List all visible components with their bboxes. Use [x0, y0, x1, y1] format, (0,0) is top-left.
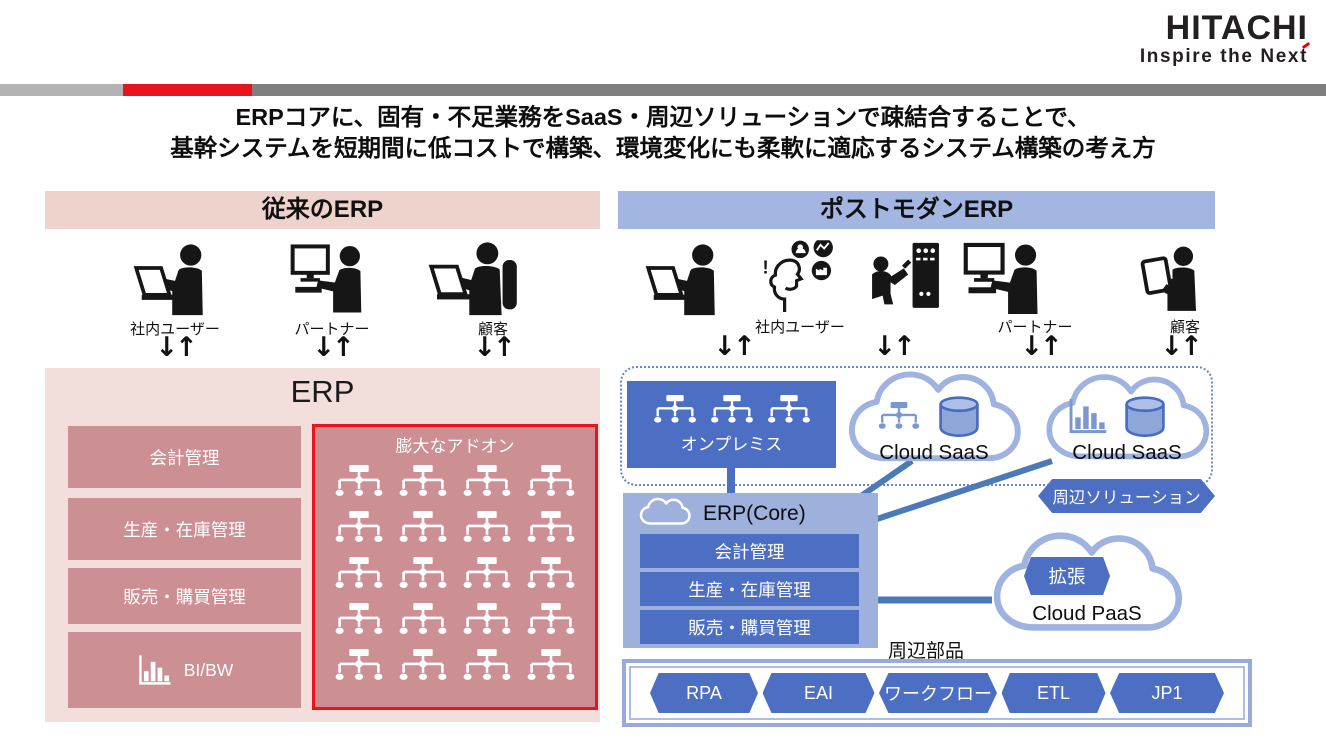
- person-chair-laptop-icon: [425, 241, 525, 317]
- updown-arrows-icon: ↓↑: [1160, 331, 1202, 362]
- part-hexagon-rpa: RPA: [650, 673, 758, 713]
- peripheral-parts-label: 周辺部品: [888, 641, 965, 662]
- addon-box: 膨大なアドオン: [312, 424, 598, 710]
- tree-icon: [396, 557, 450, 594]
- tree-icon: [332, 511, 386, 548]
- legacy-module-sales: 販売・購買管理: [68, 568, 301, 624]
- legacy-user-label-internal: 社内ユーザー: [130, 321, 220, 338]
- technician-panel-icon: [858, 238, 946, 318]
- cloud-paas-label: Cloud PaaS: [1032, 602, 1142, 625]
- tree-icon: [460, 557, 514, 594]
- person-laptop-icon: [125, 243, 225, 317]
- tree-icon: [876, 402, 922, 434]
- tree-icon: [524, 603, 578, 640]
- hitachi-logo: HITACHI Inspire the Next: [1140, 9, 1311, 68]
- core-module-accounting: 会計管理: [640, 534, 859, 568]
- tree-icon: [460, 603, 514, 640]
- tree-icon: [708, 395, 756, 428]
- core-module-sales: 販売・購買管理: [640, 610, 859, 644]
- bar-chart-icon: [1066, 397, 1108, 436]
- legacy-erp-title: ERP: [290, 374, 355, 409]
- postmodern-erp-header: ポストモダンERP: [618, 191, 1215, 229]
- tree-icon: [460, 511, 514, 548]
- legacy-user-label-customer: 顧客: [477, 321, 508, 338]
- tree-icon: [332, 649, 386, 686]
- database-icon: [936, 395, 982, 438]
- person-desktop-icon: [290, 241, 378, 317]
- cloud-paas: 拡張 Cloud PaaS: [984, 521, 1190, 659]
- peripheral-solution-hexagon: 周辺ソリューション: [1038, 479, 1215, 513]
- modern-user-label-partner: パートナー: [997, 319, 1073, 336]
- part-hexagon-jp1: JP1: [1110, 673, 1224, 713]
- top-bar-light-segment: [0, 84, 123, 96]
- tree-icon: [765, 395, 813, 428]
- person-desktop-icon: [963, 240, 1055, 318]
- tree-icon: [460, 465, 514, 502]
- person-laptop-icon: [637, 243, 737, 317]
- onpremise-box: オンプレミス: [627, 381, 836, 468]
- top-bar-red-segment: [123, 84, 252, 96]
- legacy-user-label-partner: パートナー: [294, 321, 370, 338]
- updown-arrows-icon: ↓↑: [155, 332, 197, 363]
- tree-icon: [524, 511, 578, 548]
- tree-icon: [332, 603, 386, 640]
- top-bar: [0, 84, 1326, 96]
- part-hexagon-eai: EAI: [762, 673, 875, 713]
- modern-user-label-internal: 社内ユーザー: [755, 319, 845, 336]
- addon-tree-grid: [315, 457, 595, 686]
- person-tablet-icon: [1133, 240, 1217, 318]
- erp-core-box: ERP(Core) 会計管理 生産・在庫管理 販売・購買管理: [623, 493, 878, 648]
- erp-core-label: ERP(Core): [703, 501, 806, 525]
- tree-icon: [396, 649, 450, 686]
- peripheral-parts-box: RPA EAI ワークフロー ETL JP1: [622, 659, 1252, 727]
- slide-title-line2: 基幹システムを短期間に低コストで構築、環境変化にも柔軟に適応するシステム構築の考…: [170, 135, 1156, 161]
- cloud-saas-label: Cloud SaaS: [1072, 441, 1182, 464]
- onpremise-tree-icons: [651, 395, 813, 428]
- cloud-saas-label: Cloud SaaS: [879, 441, 989, 464]
- legacy-module-bibw: BI/BW: [68, 632, 301, 708]
- erp-core-header: ERP(Core): [623, 493, 878, 530]
- cloud-icon: [840, 362, 1028, 486]
- cloud-saas-1: Cloud SaaS: [840, 362, 1028, 486]
- tree-icon: [524, 465, 578, 502]
- tree-icon: [396, 511, 450, 548]
- tree-icon: [396, 465, 450, 502]
- onpremise-label: オンプレミス: [680, 434, 783, 454]
- part-hexagon-workflow: ワークフロー: [879, 673, 997, 713]
- cloud-saas-2: Cloud SaaS: [1038, 362, 1216, 486]
- tree-icon: [524, 649, 578, 686]
- bar-chart-icon: [136, 654, 172, 687]
- hitachi-wordmark: HITACHI: [1165, 9, 1308, 47]
- tree-icon: [524, 557, 578, 594]
- tree-icon: [396, 603, 450, 640]
- hitachi-tagline: Inspire the Next: [1140, 41, 1311, 68]
- legacy-module-production: 生産・在庫管理: [68, 498, 301, 560]
- tree-icon: [460, 649, 514, 686]
- database-icon: [1122, 395, 1168, 438]
- updown-arrows-icon: ↓↑: [1020, 331, 1062, 362]
- legacy-erp-header: 従来のERP: [45, 191, 600, 229]
- person-thinking-icon: [757, 238, 849, 316]
- slide-title-line1: ERPコアに、固有・不足業務をSaaS・周辺ソリューションで疎結合することで、: [235, 104, 1091, 130]
- updown-arrows-icon: ↓↑: [312, 332, 354, 363]
- slide-title: ERPコアに、固有・不足業務をSaaS・周辺ソリューションで疎結合することで、 …: [0, 102, 1326, 164]
- tree-icon: [332, 465, 386, 502]
- updown-arrows-icon: ↓↑: [873, 331, 915, 362]
- cloud-outline-icon: [637, 497, 693, 530]
- core-module-production: 生産・在庫管理: [640, 572, 859, 606]
- tree-icon: [651, 395, 699, 428]
- modern-user-label-customer: 顧客: [1169, 319, 1200, 336]
- part-hexagon-etl: ETL: [1001, 673, 1106, 713]
- tree-icon: [332, 557, 386, 594]
- addon-label: 膨大なアドオン: [395, 437, 515, 456]
- legacy-module-accounting: 会計管理: [68, 426, 301, 488]
- updown-arrows-icon: ↓↑: [713, 331, 755, 362]
- updown-arrows-icon: ↓↑: [473, 332, 515, 363]
- expansion-hexagon: 拡張: [1024, 557, 1110, 595]
